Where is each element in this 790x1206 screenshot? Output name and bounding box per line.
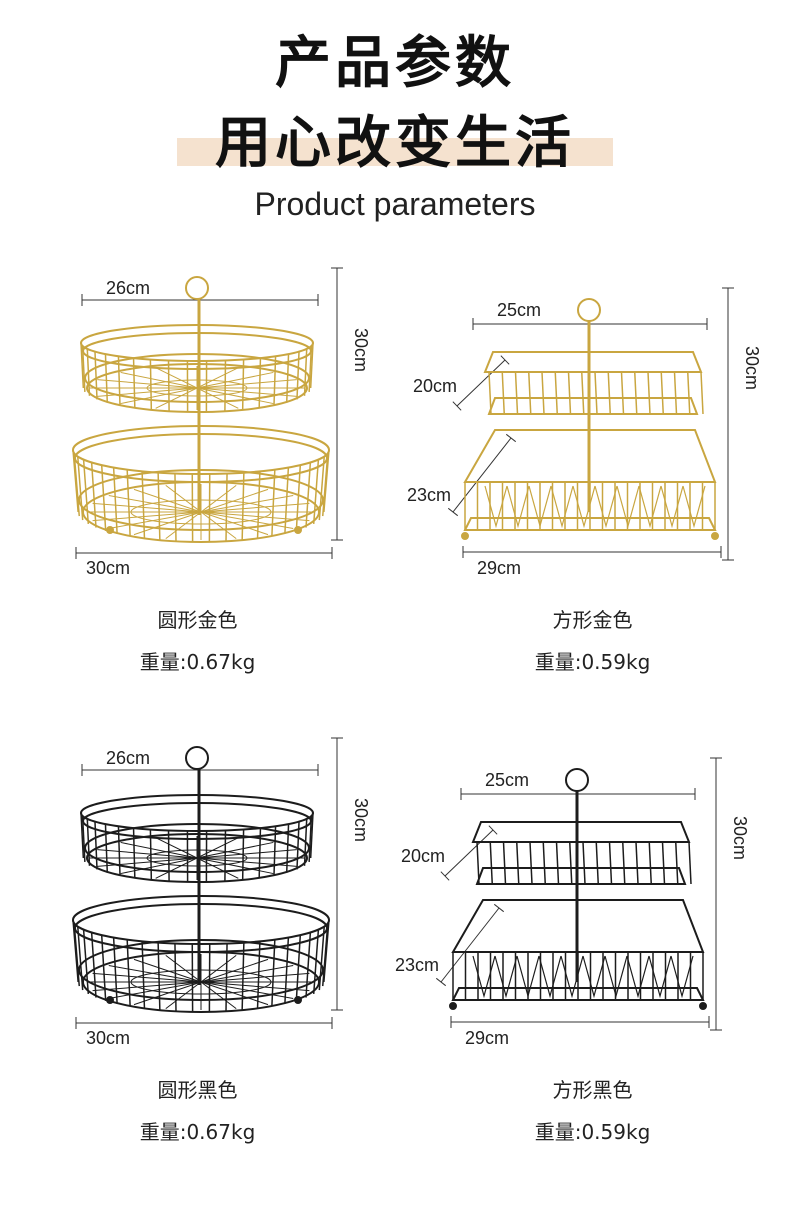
dim-top-width: 25cm — [497, 300, 542, 320]
dim-bottom-width: 30cm — [86, 1028, 131, 1048]
square-basket-illustration — [435, 757, 722, 1031]
dim-top-width: 26cm — [106, 748, 151, 768]
square-basket-illustration — [447, 287, 734, 561]
product-name: 方形金色 — [552, 608, 633, 632]
dim-bottom-depth: 23cm — [395, 955, 440, 975]
title-highlight-bar — [177, 138, 613, 166]
dim-bottom-width: 30cm — [86, 558, 131, 578]
dim-bottom-depth: 23cm — [407, 485, 452, 505]
dim-top-width: 26cm — [106, 278, 151, 298]
page-header: 产品参数 用心改变生活 Product parameters — [0, 0, 790, 230]
dim-height: 30cm — [742, 346, 762, 391]
product-card-square-black: 25cm 30cm 20cm 23cm 29cm 方形黑色 重量:0.59kg — [395, 720, 790, 1190]
round-basket-illustration — [72, 267, 343, 559]
product-name: 方形黑色 — [552, 1078, 633, 1102]
dim-height: 30cm — [351, 328, 371, 373]
dim-bottom-width: 29cm — [477, 558, 522, 578]
product-name: 圆形金色 — [157, 608, 238, 632]
page-title-english: Product parameters — [254, 186, 536, 222]
dim-top-depth: 20cm — [401, 846, 446, 866]
product-card-round-black: 26cm 30cm 30cm 圆形黑色 重量:0.67kg — [0, 720, 395, 1190]
product-weight: 重量:0.59kg — [534, 1120, 651, 1144]
dim-top-depth: 20cm — [413, 376, 458, 396]
dim-top-width: 25cm — [485, 770, 530, 790]
round-basket-illustration — [72, 737, 343, 1029]
product-card-round-gold: 26cm 30cm 30cm 圆形金色 重量:0.67kg — [0, 250, 395, 720]
page-subtitle: 用心改变生活 — [215, 111, 575, 176]
dim-height: 30cm — [351, 798, 371, 843]
product-weight: 重量:0.59kg — [534, 650, 651, 674]
product-weight: 重量:0.67kg — [139, 1120, 256, 1144]
dim-height: 30cm — [730, 816, 750, 861]
page-title: 产品参数 — [275, 31, 515, 96]
dim-bottom-width: 29cm — [465, 1028, 510, 1048]
product-card-square-gold: 25cm 30cm 20cm 23cm 29cm 方形金色 重量:0.59kg — [395, 250, 790, 720]
product-name: 圆形黑色 — [157, 1078, 238, 1102]
product-weight: 重量:0.67kg — [139, 650, 256, 674]
